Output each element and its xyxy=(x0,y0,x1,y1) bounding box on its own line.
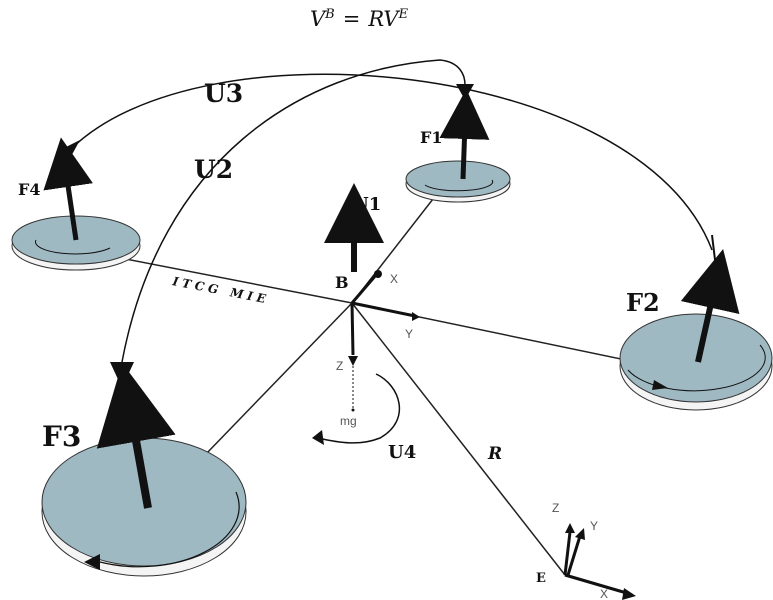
u3-tick xyxy=(711,234,717,269)
rotor-f4 xyxy=(11,137,141,271)
u3-label: U3 xyxy=(204,79,243,108)
f3-label: F3 xyxy=(42,420,81,453)
rotation-line xyxy=(351,302,566,576)
origin-b-label: B xyxy=(335,273,349,292)
u3-arc xyxy=(69,73,713,251)
weight-label: mg xyxy=(340,414,357,428)
origin-e-label: E xyxy=(536,571,546,586)
f1-label: F1 xyxy=(420,128,443,147)
f2-label: F2 xyxy=(626,288,660,317)
earth-x-label: X xyxy=(600,587,608,600)
arm-label: ITCG MIE xyxy=(170,274,270,307)
u3-arrowhead xyxy=(56,140,80,162)
u2-label: U2 xyxy=(194,155,233,184)
u2-arrowhead-bottom xyxy=(110,362,134,388)
rotor-f3 xyxy=(41,362,247,577)
equation: VB=RVE xyxy=(310,7,409,31)
body-frame xyxy=(324,183,420,412)
u2-arc xyxy=(121,59,466,363)
rotation-label: R xyxy=(487,444,502,464)
rotor-f2 xyxy=(619,249,773,411)
u4-arc xyxy=(317,373,401,444)
u1-label: U1 xyxy=(353,194,381,215)
u4-label: U4 xyxy=(388,442,416,463)
u4-arrowhead xyxy=(312,430,324,445)
rotor-f1 xyxy=(405,89,511,203)
body-y-label: Y xyxy=(405,327,413,341)
body-z-label: Z xyxy=(336,359,343,373)
earth-y-label: Y xyxy=(590,519,598,533)
arm-f4 xyxy=(104,254,353,304)
body-x-label: X xyxy=(390,272,398,286)
earth-z-label: Z xyxy=(552,501,559,515)
earth-frame xyxy=(563,523,636,600)
u2-arrowhead-top xyxy=(456,84,474,100)
f4-label: F4 xyxy=(18,180,41,199)
arm-f3 xyxy=(204,302,353,456)
